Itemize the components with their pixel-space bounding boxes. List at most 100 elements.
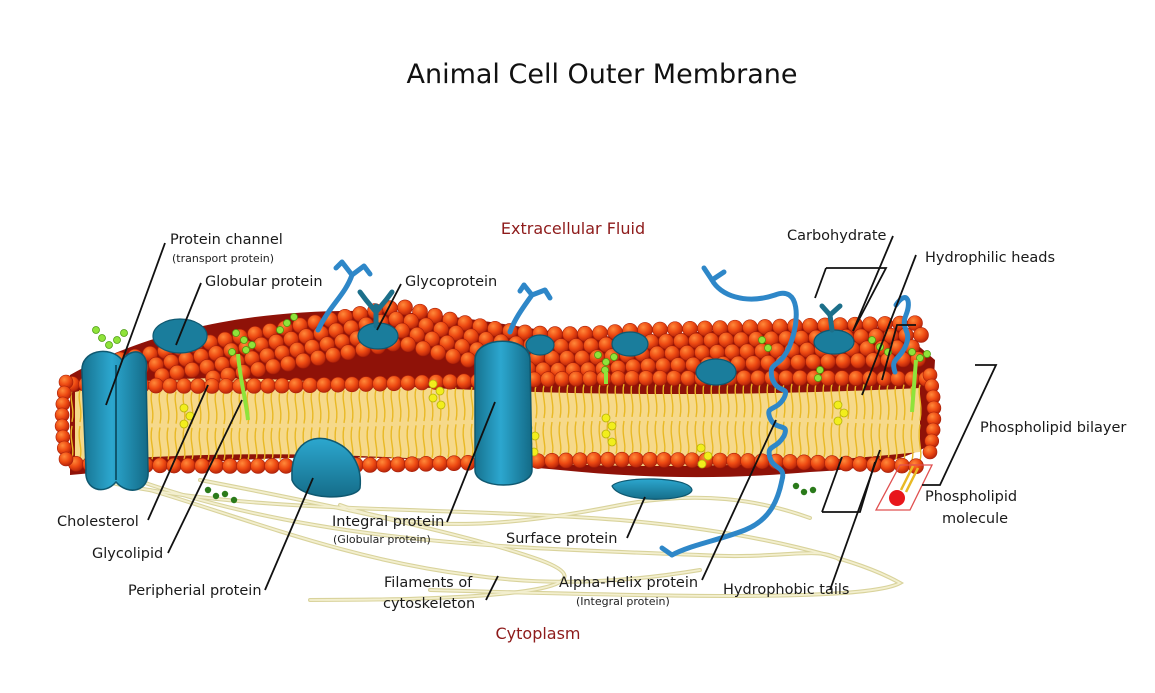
- phospholipid-head: [810, 454, 826, 471]
- lipid-tail: [422, 425, 426, 459]
- phospholipid-head: [572, 452, 588, 468]
- lipid-tail: [638, 383, 642, 418]
- phospholipid-head: [184, 362, 200, 378]
- lipid-tail: [454, 387, 458, 421]
- lipid-tail: [150, 391, 154, 424]
- lipid-tail: [606, 420, 610, 454]
- phospholipid-head: [442, 373, 458, 390]
- phospholipid-head: [274, 377, 290, 394]
- lipid-tail: [582, 421, 586, 455]
- phospholipid-head: [652, 370, 668, 386]
- lipid-tail: [790, 383, 794, 419]
- phospholipid-head: [472, 318, 488, 334]
- lipid-tail: [702, 421, 706, 455]
- lipid-tail: [790, 421, 794, 457]
- leader-lines: [105, 235, 998, 601]
- phospholipid-head: [558, 452, 574, 469]
- lipid-tail: [670, 383, 674, 418]
- lipid-tail: [374, 426, 378, 460]
- lipid-tail: [390, 425, 394, 459]
- phospholipid-head: [414, 374, 430, 391]
- phospholipid-head: [176, 378, 192, 394]
- lipid-tail: [422, 388, 426, 422]
- lipid-tail: [718, 421, 722, 455]
- lipid-tail: [558, 384, 562, 418]
- lipid-tail: [382, 389, 386, 423]
- lipid-tail: [814, 383, 818, 419]
- glycolipid-stalk: [236, 353, 250, 421]
- phospholipid-head: [670, 357, 686, 373]
- label-alpha-helix-protein: Alpha-Helix protein: [559, 575, 698, 591]
- lipid-tail: [718, 383, 722, 418]
- lipid-tail: [358, 426, 362, 460]
- phospholipid-head: [430, 344, 446, 361]
- lipid-tail: [630, 383, 634, 418]
- phospholipid-head: [427, 307, 443, 324]
- lipid-tail: [694, 383, 698, 418]
- lipid-tail: [710, 383, 714, 418]
- phospholipid-head: [280, 355, 296, 372]
- lipid-tail: [430, 388, 434, 422]
- lipid-tail: [318, 390, 322, 424]
- lipid-tail: [902, 424, 906, 460]
- phospholipid-head: [638, 370, 654, 386]
- phospholipid-head: [670, 452, 686, 468]
- phospholipid-head: [460, 351, 476, 368]
- lipid-tail: [750, 421, 754, 456]
- lipid-tail: [830, 383, 834, 419]
- phospholipid-head: [582, 370, 598, 387]
- lipid-tail: [446, 424, 450, 458]
- lipid-tail: [566, 421, 570, 455]
- lipid-tail: [166, 427, 170, 460]
- lipid-tail: [686, 383, 690, 418]
- lipid-tail: [758, 383, 762, 418]
- lipid-tail: [198, 391, 202, 425]
- phospholipid-head: [330, 376, 346, 393]
- lipid-tail: [686, 420, 690, 455]
- phospholipid-head: [790, 354, 806, 370]
- phospholipid-head: [628, 451, 644, 468]
- lipid-tail: [430, 424, 434, 458]
- label-alpha-helix-sub: (Integral protein): [576, 595, 670, 608]
- cytoplasm-label: Cytoplasm: [495, 624, 580, 643]
- phospholipid-head: [820, 353, 836, 370]
- lipid-tail: [806, 383, 810, 419]
- phospholipid-head: [316, 377, 332, 393]
- phospholipid-head: [386, 375, 402, 392]
- lipid-tail: [894, 384, 898, 421]
- lipid-tail: [542, 421, 546, 456]
- lipid-tail: [214, 391, 218, 425]
- lipid-tail: [198, 427, 202, 460]
- lipid-tail: [326, 390, 330, 424]
- phospholipid-head: [456, 373, 472, 390]
- lipid-tail: [166, 391, 170, 424]
- lipid-tail: [78, 425, 82, 459]
- phospholipid-head: [740, 453, 756, 469]
- lipid-tail: [878, 423, 882, 459]
- lipid-tail: [206, 391, 210, 425]
- lipid-tail: [158, 391, 162, 424]
- phospholipid-head: [446, 455, 462, 471]
- lipid-tail: [406, 425, 410, 459]
- lipid-tail: [918, 424, 922, 461]
- lipid-tail: [222, 427, 226, 461]
- label-hydrophobic-tails: Hydrophobic tails: [723, 582, 849, 598]
- lipid-tail: [254, 427, 258, 461]
- lipid-tail: [246, 427, 250, 461]
- lipid-tail: [310, 390, 314, 424]
- label-phospholipid-molecule-line1: Phospholipid: [925, 489, 1017, 505]
- phospholipid-head: [600, 451, 616, 468]
- lipid-tail: [350, 390, 354, 423]
- integral-protein: [474, 340, 533, 486]
- surface-protein: [611, 478, 693, 500]
- lipid-tail: [862, 423, 866, 459]
- phospholipid-head: [745, 355, 761, 371]
- phospholipid-head: [218, 378, 234, 394]
- lipid-tail: [462, 387, 466, 421]
- phospholipid-head: [544, 452, 560, 469]
- lipid-tail: [838, 422, 842, 458]
- lipid-tail: [150, 427, 154, 460]
- lipid-tail: [262, 391, 266, 425]
- lipid-tail: [78, 389, 82, 423]
